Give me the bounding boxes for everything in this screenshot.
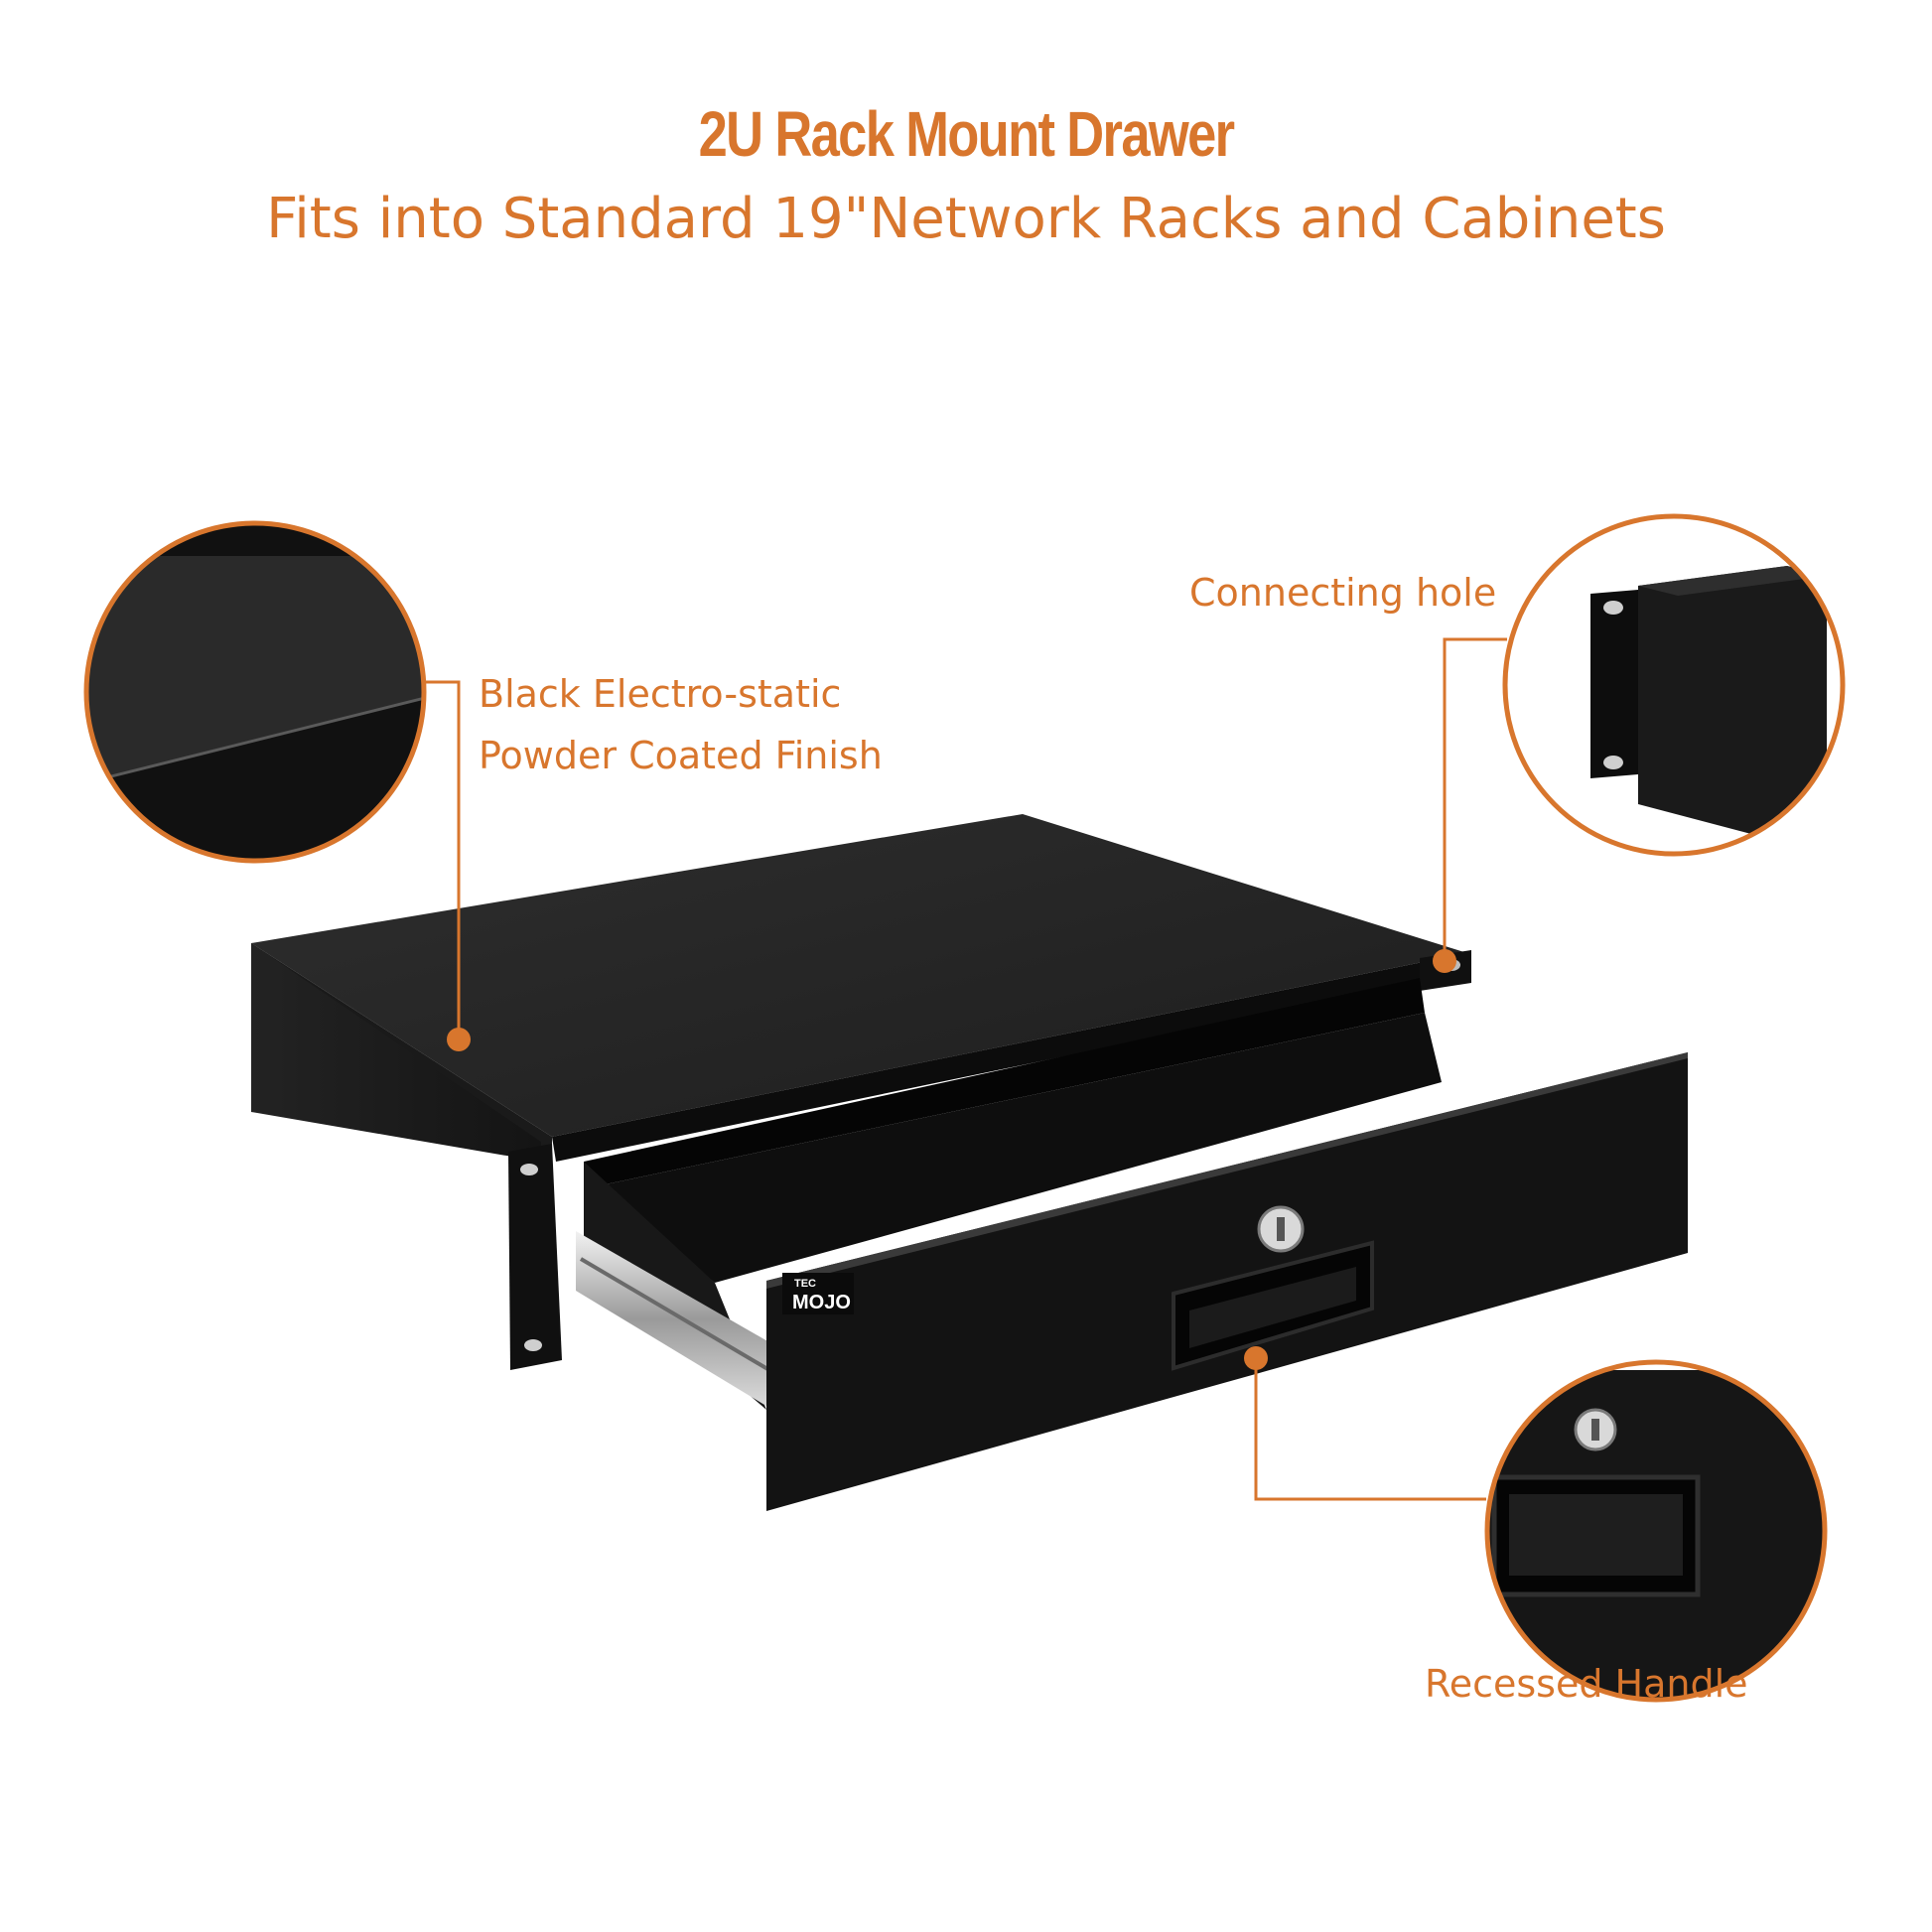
leader-handle (1254, 1358, 1486, 1501)
brand-logo-plate (782, 1273, 854, 1314)
page-title: 2U Rack Mount Drawer (698, 98, 1235, 170)
chassis-front-lip (552, 953, 1467, 1162)
dot-hole (1433, 949, 1456, 973)
zoom-circle-finish (83, 520, 427, 864)
rail-groove (579, 1257, 771, 1372)
drawer-chassis (251, 814, 1471, 1370)
brand-logo-main: MOJO (792, 1292, 851, 1313)
ear-hole-lower (524, 1339, 542, 1351)
zoom-circle-hole (1502, 513, 1846, 857)
left-mount-ear (508, 1144, 562, 1370)
drawer-front-top-edge (766, 1052, 1688, 1289)
key-slot (1277, 1217, 1285, 1241)
tray-interior-back (584, 978, 1425, 1186)
dot-handle (1244, 1346, 1268, 1370)
callout-finish-line1: Black Electro-static (479, 672, 842, 716)
callout-finish-line2: Powder Coated Finish (479, 734, 883, 777)
brand-logo-small: TEC (794, 1278, 816, 1290)
slide-rail (576, 1231, 769, 1408)
zoom-circle-handle (1484, 1359, 1828, 1703)
chassis-left-wall (251, 943, 541, 1162)
tray-interior-floor (596, 1013, 1442, 1283)
page-subtitle: Fits into Standard 19"Network Racks and … (266, 187, 1666, 251)
callout-finish: Black Electro-static Powder Coated Finis… (479, 663, 883, 786)
leader-lines (424, 637, 1507, 1501)
leader-finish (424, 680, 461, 1039)
callout-hole: Connecting hole (1189, 571, 1497, 615)
drawer-tray (576, 978, 1688, 1511)
ear-hole-upper (520, 1164, 538, 1175)
chassis-top (251, 814, 1467, 1137)
leader-hole (1443, 637, 1507, 951)
handle-inner (1189, 1267, 1356, 1348)
leader-dots (447, 949, 1456, 1370)
callout-handle: Recessed Handle (1425, 1662, 1748, 1706)
dot-finish (447, 1028, 471, 1051)
